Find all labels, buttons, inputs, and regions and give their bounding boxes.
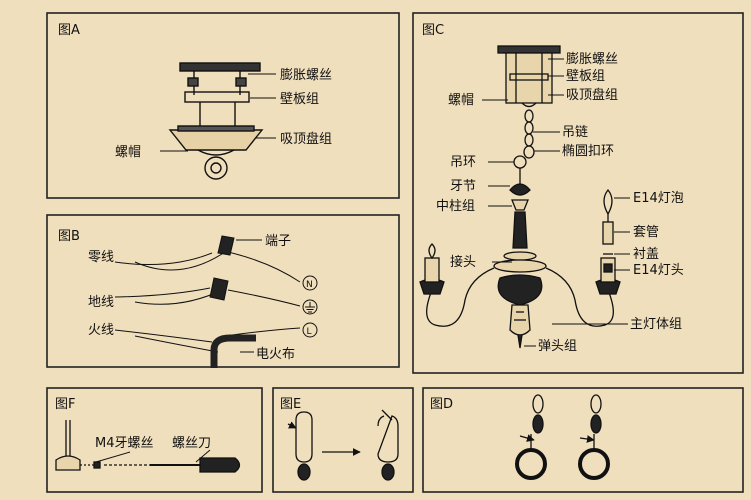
terminal-caps	[209, 235, 235, 301]
label-wall-plate-a: 壁板组	[280, 92, 319, 107]
label-screwdriver: 螺丝刀	[172, 436, 211, 451]
panel-f: 图F M4牙螺丝 螺丝刀	[46, 387, 263, 493]
wires	[114, 251, 301, 353]
neutral-wire-right	[227, 251, 301, 283]
wall-plate	[184, 91, 250, 103]
panel-c-title: 图C	[422, 23, 444, 38]
neutral-wire-left	[114, 252, 213, 266]
panel-a-frame	[46, 12, 400, 199]
label-hang-ring: 吊环	[450, 155, 476, 170]
panel-d-title: 图D	[430, 397, 453, 412]
label-main-body: 主灯体组	[630, 317, 682, 332]
panel-c: 图C	[412, 12, 744, 374]
tape-roll	[210, 334, 256, 368]
panel-e: 图E	[272, 387, 414, 493]
ground-wire-left	[114, 287, 211, 298]
ceiling-surface	[179, 62, 261, 72]
label-neutral: 零线	[88, 250, 114, 265]
chandelier	[419, 45, 621, 349]
label-ground: 地线	[88, 295, 114, 310]
chain-link	[524, 109, 534, 123]
ground-symbol-icon	[302, 299, 318, 315]
panel-f-title: 图F	[55, 397, 75, 412]
nut-cap-ring	[204, 156, 228, 180]
label-nut-cap-a: 螺帽	[115, 144, 141, 160]
label-spring-head: 弹头组	[538, 339, 577, 354]
label-ceiling-cup-a: 吸顶盘组	[280, 131, 332, 147]
panel-d: 图D	[422, 387, 744, 493]
chain-link-opening	[287, 409, 399, 481]
screw-assembly	[55, 420, 241, 473]
ceiling-cup-c	[505, 52, 553, 104]
bulb-icon	[603, 188, 613, 216]
label-expansion-screw-a: 膨胀螺丝	[280, 68, 332, 83]
label-bulb: E14灯泡	[633, 191, 684, 206]
symbol-l: L	[302, 322, 318, 338]
label-lamp-holder: E14灯头	[633, 263, 684, 278]
symbol-n-text: N	[306, 280, 313, 290]
panel-a-title: 图A	[58, 23, 80, 38]
symbol-l-text: L	[307, 327, 312, 337]
main-bowl	[497, 274, 543, 306]
panel-b-frame	[46, 214, 400, 368]
ring-assembly-left	[515, 394, 547, 480]
connector-hub	[493, 259, 547, 273]
label-center-column: 中柱组	[436, 199, 475, 214]
panel-b-title: 图B	[58, 229, 80, 244]
label-nut-cap-c: 螺帽	[448, 92, 474, 108]
ring-assembly-right	[578, 394, 610, 480]
label-oval-ring: 椭圆扣环	[562, 143, 614, 159]
panel-e-frame	[272, 387, 414, 493]
panel-d-frame	[422, 387, 744, 493]
tooth-joint	[509, 183, 531, 196]
label-ceiling-cup-c: 吸顶盘组	[566, 87, 618, 103]
center-column	[512, 211, 528, 249]
live-wire-right	[231, 327, 301, 336]
panel-a: 图A 膨胀螺丝 壁板组 吸顶盘组 螺帽	[46, 12, 400, 199]
label-cover: 衬盖	[633, 247, 659, 262]
label-wall-plate-c: 壁板组	[566, 69, 605, 84]
label-sleeve: 套管	[633, 224, 659, 240]
symbol-n: N	[302, 275, 318, 291]
ceiling-cup	[168, 129, 264, 151]
label-expansion-screw-c: 膨胀螺丝	[566, 52, 618, 67]
label-tape: 电火布	[256, 347, 295, 362]
label-terminal: 端子	[265, 234, 291, 249]
label-tooth-joint: 牙节	[450, 179, 476, 194]
sleeve-part	[602, 221, 614, 245]
panel-c-frame	[412, 12, 744, 374]
label-connector: 接头	[450, 254, 476, 270]
label-m4-screw: M4牙螺丝	[95, 436, 154, 451]
screwdriver-icon	[199, 457, 241, 473]
label-chain: 吊链	[562, 125, 588, 140]
panel-f-frame	[46, 387, 263, 493]
label-live: 火线	[88, 323, 114, 338]
m4-screw-part	[93, 461, 101, 469]
live-wire-left	[114, 329, 213, 343]
panel-b: 图B N	[46, 214, 400, 368]
ground-wire-right	[227, 289, 301, 307]
ceiling-mount-assembly-a	[168, 62, 264, 180]
panel-e-title: 图E	[280, 397, 301, 412]
